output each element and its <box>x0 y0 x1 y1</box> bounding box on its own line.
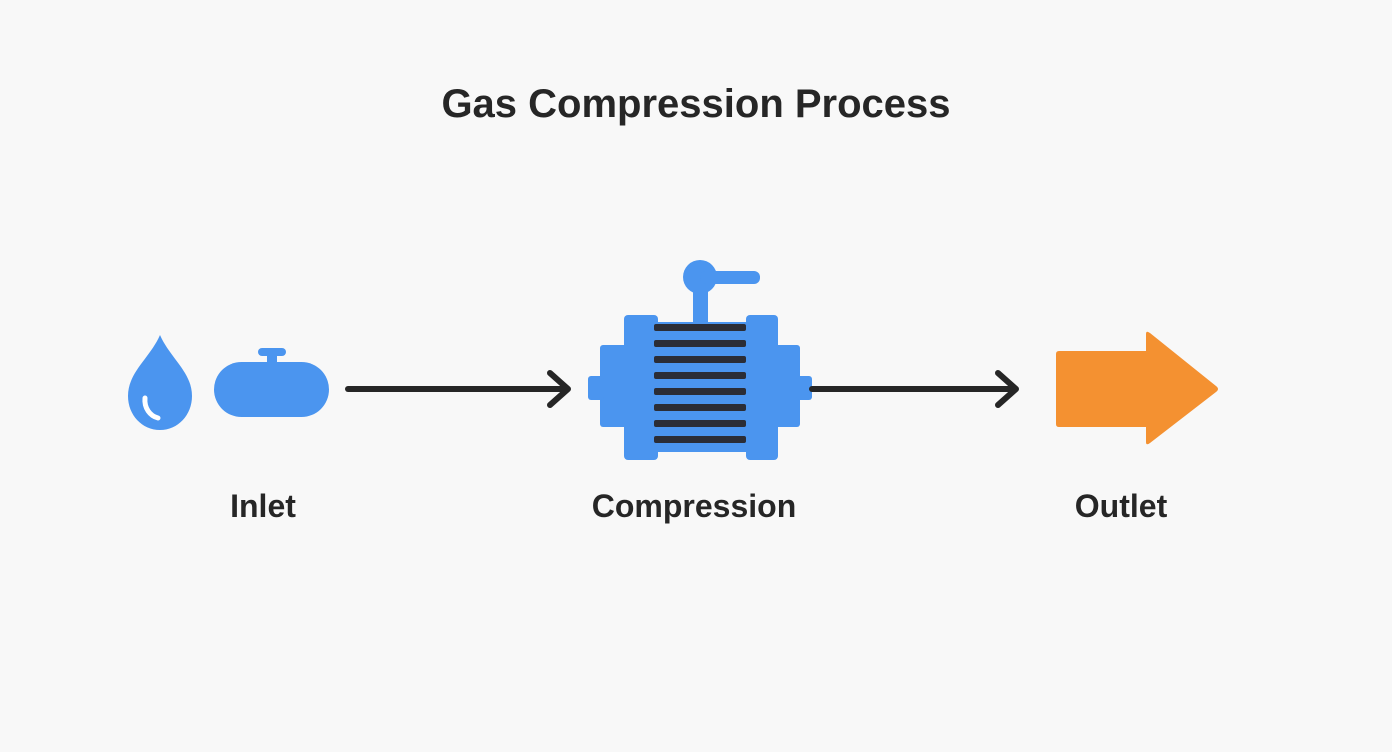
stage-label-compression: Compression <box>591 488 797 524</box>
diagram-title: Gas Compression Process <box>441 82 951 126</box>
gas-tank-icon <box>214 348 329 417</box>
stage-label-outlet: Outlet <box>1074 488 1168 524</box>
droplet-icon <box>128 335 192 430</box>
connector-arrow-compression-to-outlet <box>809 370 1019 408</box>
outlet-arrow-icon <box>1056 331 1218 445</box>
connector-arrow-inlet-to-compression <box>345 370 571 408</box>
stage-label-inlet: Inlet <box>230 488 296 524</box>
compressor-icon <box>588 260 812 460</box>
